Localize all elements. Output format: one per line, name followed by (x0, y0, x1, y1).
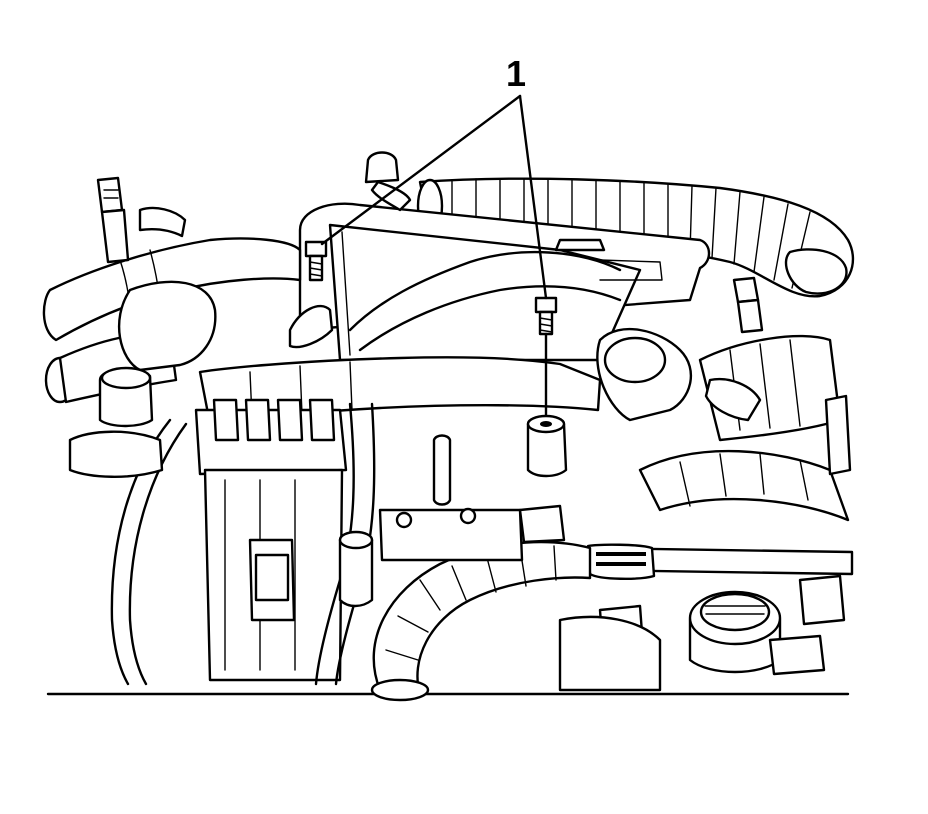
right-sensor-connector (732, 276, 852, 476)
left-canister (68, 366, 164, 478)
right-coolant-hose (638, 449, 850, 522)
oil-filler-cap (688, 590, 782, 674)
throttle-body-right (596, 327, 842, 442)
fastener-bolt-right (534, 296, 558, 422)
manifold-bolt-boss (432, 414, 568, 506)
right-lower-connectors (558, 574, 846, 692)
labeled-tube (586, 543, 854, 580)
fastener-bolt-left (304, 240, 328, 282)
callout-1-label: 1 (506, 53, 526, 94)
central-lower-assembly (338, 504, 566, 608)
coil-module (194, 398, 348, 682)
left-sensor-connector (96, 176, 187, 264)
callout-leader-lines (320, 94, 548, 300)
top-sensor (288, 151, 412, 349)
intake-plenum (298, 202, 711, 362)
left-air-pipe (42, 237, 302, 404)
lower-corrugated-hose (370, 540, 592, 702)
